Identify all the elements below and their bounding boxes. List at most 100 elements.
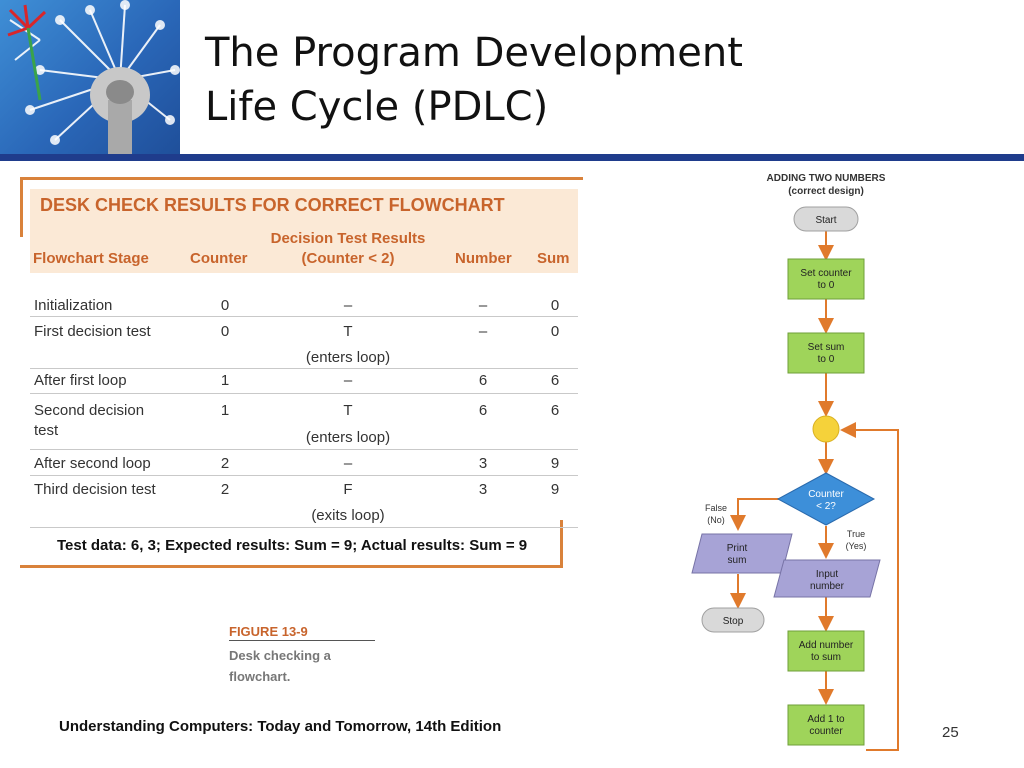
- start-label: Start: [815, 215, 836, 226]
- row-4-number: 3: [478, 455, 488, 472]
- row-1-stage: First decision test: [34, 323, 151, 340]
- true-label-2: (Yes): [846, 541, 867, 551]
- print-label-2: sum: [728, 555, 747, 566]
- flowchart-title-line-2: (correct design): [788, 186, 864, 197]
- book-title-footer: Understanding Computers: Today and Tomor…: [59, 718, 502, 735]
- frame-top-rule: [20, 177, 583, 180]
- figure-caption: Desk checking a flowchart.: [229, 645, 331, 687]
- slide-title: The Program Development Life Cycle (PDLC…: [205, 26, 743, 134]
- flowchart-title-line-1: ADDING TWO NUMBERS: [767, 173, 886, 184]
- col-header-number: Number: [455, 250, 512, 267]
- row-4-sum: 9: [550, 455, 560, 472]
- figure-caption-line-2: flowchart.: [229, 669, 291, 684]
- header-divider: [0, 154, 1024, 161]
- row-3-decision: T: [343, 402, 353, 419]
- add-number-label-2: to sum: [811, 652, 841, 663]
- table-header-band: [30, 189, 578, 273]
- true-label-1: True: [847, 529, 865, 539]
- set-counter-label-1: Set counter: [800, 268, 852, 279]
- desk-check-table: DESK CHECK RESULTS FOR CORRECT FLOWCHART…: [20, 177, 585, 569]
- add-number-label-1: Add number: [799, 640, 854, 651]
- col-header-counter: Counter: [190, 250, 248, 267]
- dandelion-logo: [0, 0, 180, 155]
- frame-bottom-rule: [20, 565, 562, 568]
- set-sum-label-1: Set sum: [808, 342, 845, 353]
- input-label-1: Input: [816, 569, 838, 580]
- row-3-stage-line-1: Second decision: [34, 402, 145, 419]
- counter-decision: [776, 472, 876, 526]
- row-divider: [30, 368, 578, 369]
- row-3-decision-note: (enters loop): [305, 429, 391, 446]
- row-5-stage: Third decision test: [34, 481, 156, 498]
- stop-label: Stop: [723, 616, 744, 627]
- flowchart-diagram: ADDING TWO NUMBERS (correct design) Star…: [691, 173, 899, 751]
- increment-label-2: counter: [809, 726, 843, 737]
- add-number-process: [787, 630, 865, 672]
- row-3-sum: 6: [550, 402, 560, 419]
- increment-label-1: Add 1 to: [807, 714, 845, 725]
- stop-terminal: [701, 607, 765, 633]
- test-data-note: Test data: 6, 3; Expected results: Sum =…: [57, 537, 528, 554]
- row-1-decision: T: [343, 323, 353, 340]
- row-5-counter: 2: [220, 481, 230, 498]
- start-terminal: [793, 206, 859, 232]
- row-0-stage: Initialization: [34, 297, 113, 314]
- row-0-counter: 0: [220, 297, 230, 314]
- row-4-stage: After second loop: [34, 455, 151, 472]
- row-4-decision: –: [343, 455, 353, 472]
- figure-label: FIGURE 13-9: [229, 624, 308, 639]
- dandelion-icon: [7, 0, 180, 155]
- row-divider: [30, 449, 578, 450]
- row-1-number: –: [478, 323, 488, 340]
- row-2-sum: 6: [550, 372, 560, 389]
- row-0-number: –: [478, 297, 488, 314]
- row-2-counter: 1: [220, 372, 230, 389]
- set-sum-label-2: to 0: [818, 354, 835, 365]
- row-1-counter: 0: [220, 323, 230, 340]
- col-header-decision-bottom: (Counter < 2): [301, 250, 395, 267]
- row-3-number: 6: [478, 402, 488, 419]
- loop-connector: [812, 415, 840, 443]
- page-number: 25: [942, 724, 959, 741]
- row-2-decision: –: [343, 372, 353, 389]
- row-1-decision-note: (enters loop): [305, 349, 391, 366]
- figure-rule: [229, 640, 375, 641]
- increment-counter-process: [787, 704, 865, 746]
- frame-right-rule: [560, 520, 563, 568]
- set-counter-process: [787, 258, 865, 300]
- row-1-sum: 0: [550, 323, 560, 340]
- row-5-decision-note: (exits loop): [311, 507, 385, 524]
- arrow-false-branch: [730, 498, 780, 531]
- row-divider: [30, 527, 578, 528]
- col-header-stage: Flowchart Stage: [33, 250, 149, 267]
- decision-label-1: Counter: [808, 489, 844, 500]
- row-divider: [30, 475, 578, 476]
- set-sum-process: [787, 332, 865, 374]
- false-label-1: False: [705, 503, 727, 513]
- slide-title-line-1: The Program Development: [205, 30, 743, 76]
- row-5-sum: 9: [550, 481, 560, 498]
- row-4-counter: 2: [220, 455, 230, 472]
- slide-title-line-2: Life Cycle (PDLC): [205, 84, 549, 130]
- row-3-counter: 1: [220, 402, 230, 419]
- frame-left-rule: [20, 177, 23, 237]
- row-0-sum: 0: [550, 297, 560, 314]
- figure-caption-line-1: Desk checking a: [229, 648, 331, 663]
- arrow-loop-back: [840, 422, 899, 751]
- input-number-io: [773, 559, 881, 598]
- col-header-decision-top: Decision Test Results: [270, 230, 426, 247]
- col-header-sum: Sum: [537, 250, 570, 267]
- row-5-number: 3: [478, 481, 488, 498]
- row-divider: [30, 393, 578, 394]
- row-2-stage: After first loop: [34, 372, 127, 389]
- row-divider: [30, 316, 578, 317]
- decision-label-2: < 2?: [816, 501, 836, 512]
- print-sum-io: [691, 533, 793, 574]
- input-label-2: number: [810, 581, 845, 592]
- row-3-stage-line-2: test: [34, 422, 59, 439]
- set-counter-label-2: to 0: [818, 280, 835, 291]
- row-2-number: 6: [478, 372, 488, 389]
- row-5-decision: F: [343, 481, 353, 498]
- false-label-2: (No): [707, 515, 725, 525]
- row-0-decision: –: [343, 297, 353, 314]
